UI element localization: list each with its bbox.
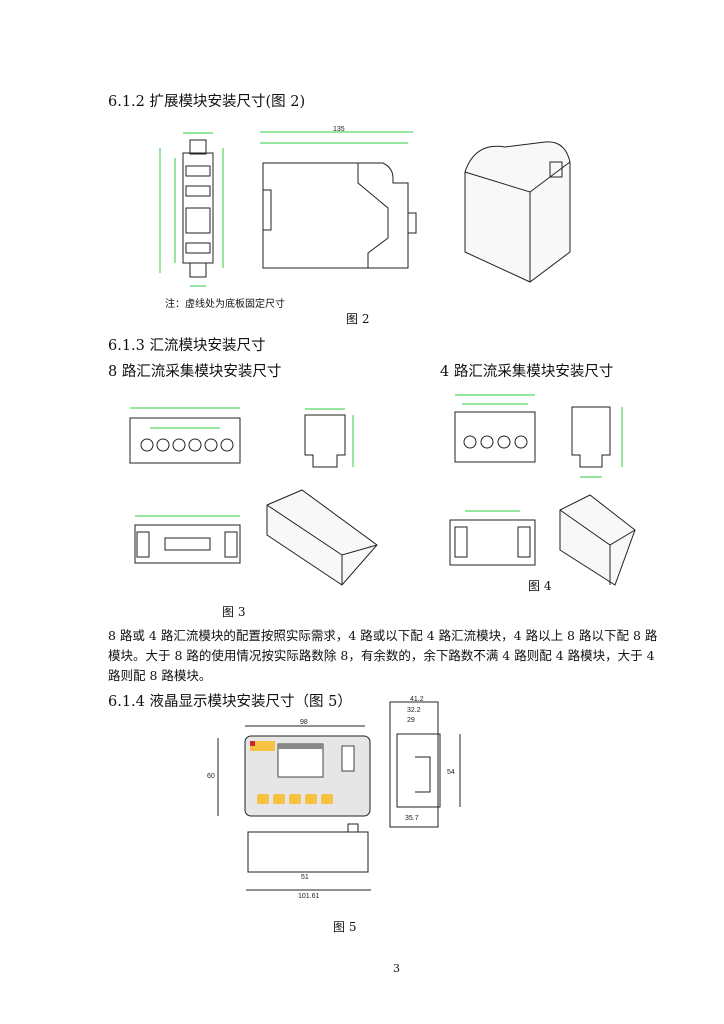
fig5-bottom-view: 51 101.61 xyxy=(246,823,371,900)
dim-depth-a: 32.2 xyxy=(407,707,421,714)
dim-side-height: 54 xyxy=(447,769,455,776)
fig5-caption: 图 5 xyxy=(333,920,357,934)
fig2-note: 注：虚线处为底板固定尺寸 xyxy=(165,299,285,310)
fig2-isometric xyxy=(464,141,571,283)
dim-side-base: 35.7 xyxy=(405,815,419,822)
fig4-isometric xyxy=(559,494,636,586)
section-heading-6-1-4: 6.1.4 液晶显示模块安装尺寸（图 5） xyxy=(108,694,352,710)
dim-height: 60 xyxy=(207,773,215,780)
dim-bottom-inner: 51 xyxy=(301,874,309,881)
fig3-caption: 图 3 xyxy=(222,605,246,619)
page-number: 3 xyxy=(393,962,400,975)
fig5-side-view: 41.2 32.2 29 54 35.7 xyxy=(389,696,461,828)
fig2-front-view xyxy=(159,132,224,287)
fig4-side-view xyxy=(571,406,623,478)
fig5-front-view: 98 60 xyxy=(207,719,371,817)
dim-depth-b: 29 xyxy=(407,717,415,724)
dim-bottom-total: 101.61 xyxy=(298,893,320,900)
dim-label: 135 xyxy=(333,126,345,133)
fig3-isometric xyxy=(266,489,378,586)
fig2-caption: 图 2 xyxy=(346,312,370,326)
fig4-bottom-view xyxy=(449,510,536,566)
section-heading-6-1-2: 6.1.2 扩展模块安装尺寸(图 2) xyxy=(108,94,306,110)
subheading-4-way: 4 路汇流采集模块安装尺寸 xyxy=(440,364,614,380)
dim-width: 98 xyxy=(300,719,308,726)
dim-depth-total: 41.2 xyxy=(410,696,424,703)
section-heading-6-1-3: 6.1.3 汇流模块安装尺寸 xyxy=(108,338,266,354)
fig3-bottom-view xyxy=(134,515,241,564)
fig3-top-view xyxy=(129,407,241,464)
fig4-top-view xyxy=(454,394,536,463)
config-paragraph: 8 路或 4 路汇流模块的配置按照实际需求，4 路或以下配 4 路汇流模块，4 … xyxy=(108,628,658,683)
fig2-side-view: 135 xyxy=(260,126,417,269)
fig4-caption: 图 4 xyxy=(528,579,552,593)
fig3-side-view xyxy=(304,408,354,468)
subheading-8-way: 8 路汇流采集模块安装尺寸 xyxy=(108,364,282,380)
